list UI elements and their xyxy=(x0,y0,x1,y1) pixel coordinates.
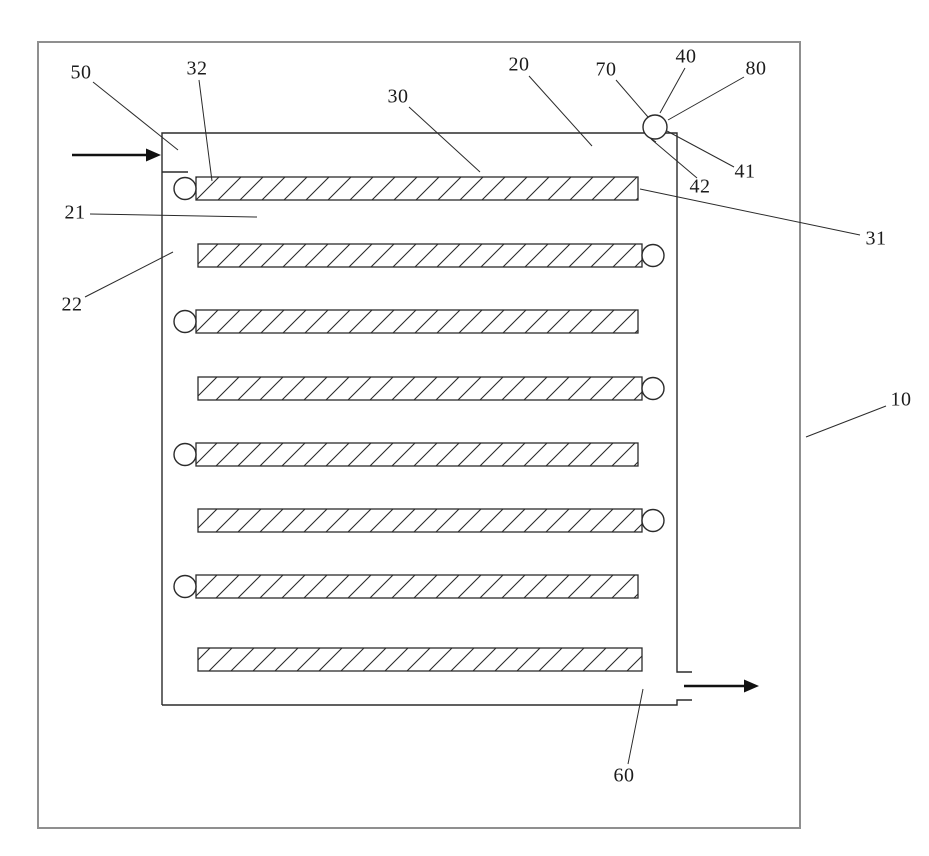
leader-31 xyxy=(639,188,861,236)
leader-70 xyxy=(615,79,649,118)
ref-label-20: 20 xyxy=(508,53,530,76)
end-loop-bar7-left xyxy=(173,574,197,599)
ref-label-50: 50 xyxy=(70,61,92,84)
ref-label-21: 21 xyxy=(64,201,86,224)
ref-label-32: 32 xyxy=(186,57,208,80)
end-loop-bar6-right xyxy=(641,508,665,533)
heater-bar-3 xyxy=(195,309,639,334)
heater-bar-6 xyxy=(197,508,643,533)
leader-40 xyxy=(659,67,686,114)
serpentine-duct xyxy=(161,132,692,706)
top-mount-loop xyxy=(642,114,668,140)
leader-80 xyxy=(667,76,745,121)
ref-label-10: 10 xyxy=(890,388,912,411)
heater-bar-5 xyxy=(195,442,639,467)
heater-bar-4 xyxy=(197,376,643,401)
leader-10 xyxy=(805,405,887,438)
end-loops xyxy=(173,114,668,599)
outer-housing-frame xyxy=(37,41,801,829)
end-loop-bar4-right xyxy=(641,376,665,401)
heater-bar-8 xyxy=(197,647,643,672)
inlet-arrow-head xyxy=(146,148,161,162)
end-loop-bar5-left xyxy=(173,442,197,467)
leader-lines xyxy=(84,67,887,765)
ref-label-22: 22 xyxy=(61,293,83,316)
duct-wall-bottom xyxy=(162,699,692,706)
leader-41 xyxy=(666,130,735,168)
ref-label-80: 80 xyxy=(745,57,767,80)
leader-30 xyxy=(408,106,481,173)
leader-60 xyxy=(627,688,644,765)
heater-bar-2 xyxy=(197,243,643,268)
ref-label-42: 42 xyxy=(689,175,711,198)
ref-label-31: 31 xyxy=(865,227,887,250)
ref-label-30: 30 xyxy=(387,85,409,108)
ref-label-41: 41 xyxy=(734,160,756,183)
leader-32 xyxy=(198,79,213,182)
end-loop-bar2-right xyxy=(641,243,665,268)
leader-21 xyxy=(89,213,258,218)
leader-20 xyxy=(528,75,593,147)
duct-wall-top-right xyxy=(161,132,692,705)
outlet-arrow-head xyxy=(744,679,759,693)
end-loop-bar3-left xyxy=(173,309,197,334)
ref-label-40: 40 xyxy=(675,45,697,68)
ref-label-70: 70 xyxy=(595,58,617,81)
leader-50 xyxy=(92,81,179,151)
leader-42 xyxy=(650,138,698,179)
inlet-flow-arrow xyxy=(72,148,161,162)
ref-label-60: 60 xyxy=(613,764,635,787)
leader-22 xyxy=(84,251,174,298)
outlet-flow-arrow xyxy=(684,679,759,693)
heater-bar-7 xyxy=(195,574,639,599)
heater-bar-1 xyxy=(195,176,639,201)
end-loop-bar1-left xyxy=(173,176,197,201)
